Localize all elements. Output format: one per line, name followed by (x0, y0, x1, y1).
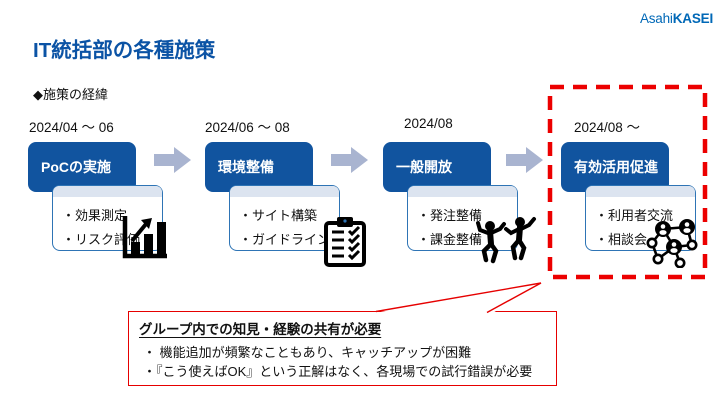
detail-box-band (586, 186, 695, 197)
people-celebrating-icon (476, 217, 536, 264)
step-3-detail-box: ・発注整備 ・課金整備 (407, 185, 518, 251)
step-3-bullet-1: ・発注整備 (417, 208, 483, 223)
step-2-bullet-1: ・サイト構築 (239, 208, 318, 223)
callout-wedge-fill (372, 283, 541, 314)
logo-asahi: Asahi (639, 11, 673, 26)
detail-box-band (53, 186, 162, 197)
step-1-date: 2024/04 ～ 06 (29, 120, 114, 135)
step-2-detail-box: ・サイト構築 ・ガイドライン (229, 185, 340, 251)
right-arrow-icon (331, 147, 368, 173)
step-1-label: PoCの実施 (41, 159, 111, 175)
right-arrow-icon (154, 147, 191, 173)
callout-note-box: グループ内での知見・経験の共有が必要 ・ 機能追加が頻繁なこともあり、キャッチア… (128, 311, 557, 386)
right-arrow-icon (506, 147, 543, 173)
detail-box-band (230, 186, 339, 197)
people-network-icon (646, 219, 698, 268)
callout-connector-line (486, 282, 542, 314)
callout-bullet-2: ・『こう使えばOK』という正解はなく、各現場での試行錯誤が必要 (143, 363, 533, 379)
step-2-date: 2024/06 ～ 08 (205, 120, 290, 135)
bar-chart-growth-icon (122, 216, 167, 259)
step-2-label: 環境整備 (218, 159, 274, 175)
step-1-bullet-2: ・リスク評価 (62, 232, 141, 247)
step-3-box: 一般開放 (383, 142, 491, 192)
step-3-date: 2024/08 (404, 116, 453, 131)
step-2-bullet-2: ・ガイドライン (239, 232, 331, 247)
step-3-bullet-2: ・課金整備 (417, 232, 483, 247)
step-1-box: PoCの実施 (28, 142, 136, 192)
step-4-label: 有効活用促進 (574, 159, 658, 175)
detail-box-band (408, 186, 517, 197)
asahi-kasei-logo: AsahiKASEI (640, 11, 713, 26)
clipboard-checklist-icon (324, 217, 366, 267)
callout-connector-line (375, 282, 542, 313)
callout-bullet-1: ・ 機能追加が頻繁なこともあり、キャッチアップが困難 (143, 345, 472, 360)
logo-kasei: KASEI (672, 11, 713, 26)
step-4-date: 2024/08 ～ (574, 120, 641, 135)
step-1-bullet-1: ・効果測定 (62, 208, 128, 223)
step-2-box: 環境整備 (205, 142, 313, 192)
section-heading: ◆施策の経緯 (33, 87, 108, 102)
page-title: IT統括部の各種施策 (33, 39, 216, 62)
callout-title: グループ内での知見・経験の共有が必要 (139, 322, 382, 337)
step-3-label: 一般開放 (396, 159, 452, 175)
